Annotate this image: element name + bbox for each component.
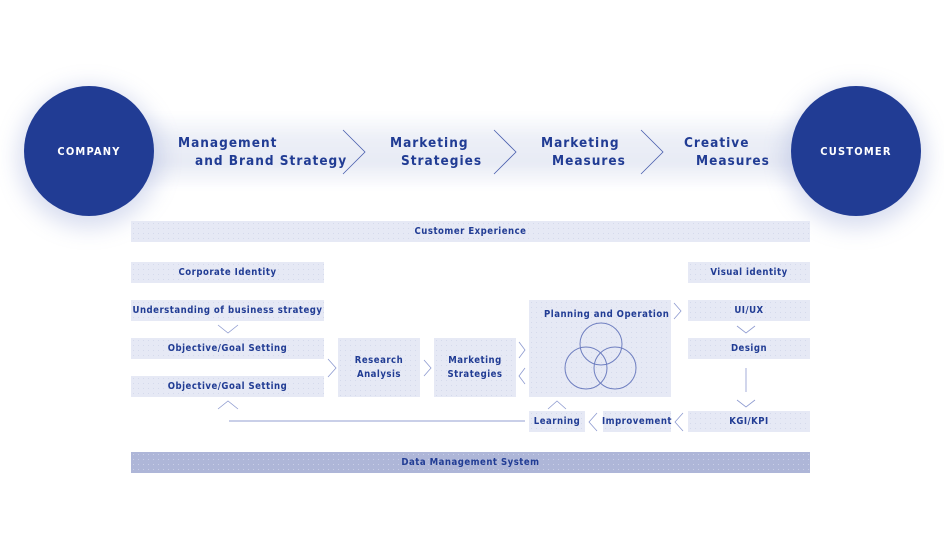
box-label: Design xyxy=(730,342,768,354)
box-label: Improvement xyxy=(601,415,673,427)
flow-step-line: Marketing xyxy=(541,135,620,151)
chevron-right-icon xyxy=(327,358,337,378)
flow-step-line: Measures xyxy=(696,153,770,169)
box-label: Corporate Identity xyxy=(178,266,277,278)
chevron-left-icon xyxy=(588,412,598,432)
flow-step-creative-measures: Creative Measures xyxy=(684,134,770,170)
chevron-right-icon xyxy=(342,129,366,175)
data-management-bar: Data Management System xyxy=(131,452,810,473)
customer-circle: CUSTOMER xyxy=(791,86,921,216)
company-label: COMPANY xyxy=(57,144,121,158)
flow-step-line: Management xyxy=(178,135,278,151)
design-box: Design xyxy=(688,338,810,359)
chevron-down-icon xyxy=(736,325,756,334)
visual-identity-box: Visual identity xyxy=(688,262,810,283)
kgi-kpi-box: KGI/KPI xyxy=(688,411,810,432)
chevron-down-icon xyxy=(736,399,756,408)
chevron-right-icon xyxy=(493,129,517,175)
objective-goal-box-1: Objective/Goal Setting xyxy=(131,338,324,359)
chevron-up-icon xyxy=(217,400,239,410)
flow-step-line: Strategies xyxy=(401,153,483,169)
customer-experience-label: Customer Experience xyxy=(414,225,527,237)
venn-circle-top xyxy=(579,322,623,366)
flow-step-line: Marketing xyxy=(390,135,469,151)
customer-label: CUSTOMER xyxy=(820,144,892,158)
box-label: Analysis xyxy=(356,368,402,380)
flow-step-management: Management and Brand Strategy xyxy=(178,134,347,170)
box-label: Research xyxy=(354,354,404,366)
flow-step-marketing-strategies: Marketing Strategies xyxy=(390,134,482,170)
flow-band xyxy=(40,112,900,190)
box-label: Understanding of business strategy xyxy=(132,304,323,316)
chevron-left-icon xyxy=(518,367,526,385)
chevron-right-icon xyxy=(518,341,526,359)
chevron-right-icon xyxy=(673,302,682,320)
box-label: Marketing xyxy=(448,354,502,366)
chevron-down-icon xyxy=(217,324,239,334)
chevron-right-icon xyxy=(423,359,432,377)
improvement-box: Improvement xyxy=(601,411,673,432)
box-label: Learning xyxy=(533,415,581,427)
venn-circle-right xyxy=(593,346,637,390)
planning-operation-label: Planning and Operation xyxy=(544,309,670,320)
flow-step-line: and Brand Strategy xyxy=(195,153,348,169)
venn-circle-left xyxy=(564,346,608,390)
chevron-right-icon xyxy=(640,129,664,175)
learning-box: Learning xyxy=(529,411,585,432)
customer-experience-bar: Customer Experience xyxy=(131,221,810,242)
objective-goal-box-2: Objective/Goal Setting xyxy=(131,376,324,397)
uiux-box: UI/UX xyxy=(688,300,810,321)
box-label: KGI/KPI xyxy=(729,415,769,427)
understanding-strategy-box: Understanding of business strategy xyxy=(131,300,324,321)
data-management-label: Data Management System xyxy=(401,456,540,468)
flow-step-marketing-measures: Marketing Measures xyxy=(541,134,626,170)
chevron-up-icon xyxy=(547,400,567,410)
company-circle: COMPANY xyxy=(24,86,154,216)
box-label: Objective/Goal Setting xyxy=(167,380,288,392)
flow-step-line: Creative xyxy=(684,135,750,151)
marketing-strategies-box: Marketing Strategies xyxy=(434,338,516,397)
flow-step-line: Measures xyxy=(552,153,626,169)
box-label: Objective/Goal Setting xyxy=(167,342,288,354)
planning-operation-box xyxy=(529,300,671,397)
corporate-identity-box: Corporate Identity xyxy=(131,262,324,283)
box-label: Visual identity xyxy=(710,266,788,278)
box-label: UI/UX xyxy=(734,304,764,316)
research-analysis-box: Research Analysis xyxy=(338,338,420,397)
chevron-left-icon xyxy=(674,412,684,432)
box-label: Strategies xyxy=(447,368,503,380)
